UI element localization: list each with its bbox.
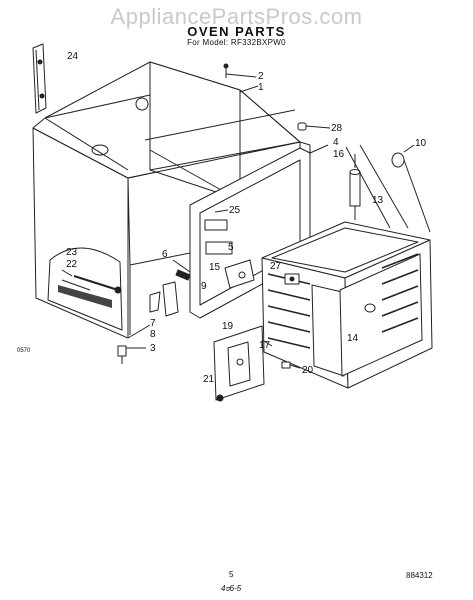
callout-22: 22 [66,259,78,270]
part-14-oven-liner [261,221,433,389]
callout-23: 23 [66,247,78,258]
callout-15: 15 [209,262,221,273]
part-24-bracket [32,43,47,114]
callout-13: 13 [372,195,384,206]
callout-14: 14 [347,333,359,344]
handwritten-note: 4ಠ6-5 [221,584,242,593]
part-25-bracket [204,209,233,255]
callout-9: 9 [201,281,207,292]
callout-8: 8 [150,329,156,340]
callout-21: 21 [203,374,215,385]
callout-6: 6 [162,249,168,260]
callout-3: 3 [150,343,156,354]
drawing-reference-code: 0570 [17,348,31,354]
callout-20: 20 [302,365,314,376]
part-7-8-clips [149,281,179,317]
callout-17: 17 [259,340,271,351]
part-28-plug [297,122,331,131]
part-23-22-igniter [61,269,122,294]
diagram-subtitle: For Model: RF332BXPW0 [187,38,286,47]
part-19-17-bracket [213,325,273,401]
callout-5: 5 [228,242,234,253]
document-number: 884312 [406,571,433,580]
part-20-screw [281,361,301,369]
callout-25: 25 [229,205,241,216]
part-16-sensor [349,154,361,220]
part-2-screw [223,63,259,93]
callout-10: 10 [415,138,427,149]
callout-16: 16 [333,149,345,160]
part-21-screw [216,394,224,402]
page-number: 5 [229,570,234,579]
cabinet-body [32,61,311,339]
part-10-cap [345,144,431,233]
diagram-title: OVEN PARTS [187,24,286,39]
callout-24: 24 [67,51,79,62]
callout-4: 4 [333,137,339,148]
watermark-text: AppliancePartsPros.com [110,4,363,29]
callout-2: 2 [258,71,264,82]
part-3-screw [117,345,146,364]
callout-27: 27 [270,261,282,272]
callout-19: 19 [222,321,234,332]
callout-1: 1 [258,82,264,93]
callout-28: 28 [331,123,343,134]
callout-7: 7 [150,318,156,329]
part-15-bracket [224,259,255,289]
part-6-pin [172,259,191,281]
